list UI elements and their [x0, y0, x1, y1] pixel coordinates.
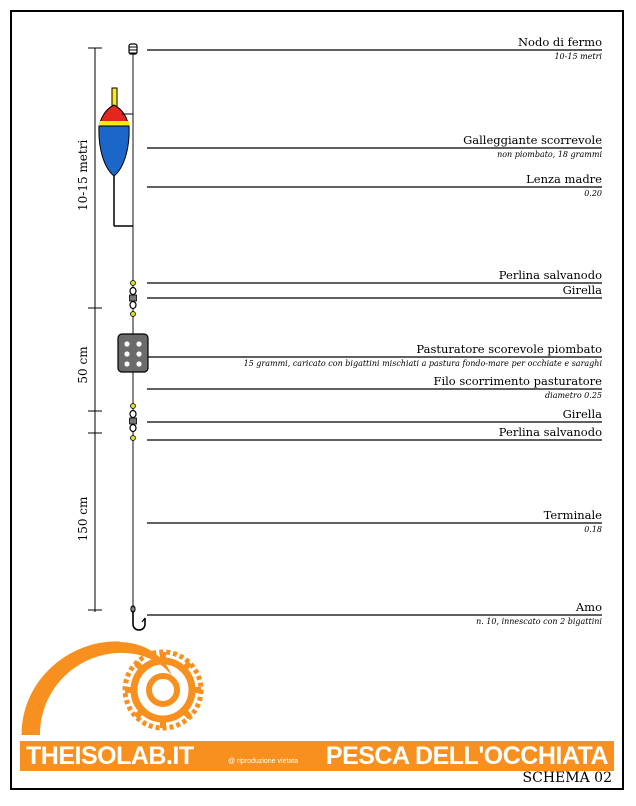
label-title: Nodo di fermo	[517, 35, 602, 49]
page-frame	[10, 10, 624, 790]
bead-swivel-upper-icon	[129, 280, 137, 317]
label-title: Pasturatore scorevole piombato	[416, 342, 602, 356]
label-pasturatore: Pasturatore scorevole piombato	[416, 343, 602, 356]
copyright-notice: @ riproduzione vietata	[228, 758, 299, 765]
dimension-label-leader-length: 150 cm	[76, 496, 90, 542]
label-galleggiante-sub: non piombato, 18 grammi	[497, 150, 602, 160]
bead-swivel-lower-icon	[129, 403, 137, 441]
label-subtitle: 10-15 metri	[554, 52, 602, 61]
label-subtitle: 0.18	[584, 525, 602, 534]
label-amo-sub: n. 10, innescato con 2 bigattini	[476, 617, 602, 627]
logo-wheel-icon	[21, 641, 204, 736]
label-girella-2: Girella	[563, 408, 602, 421]
label-terminale: Terminale	[544, 509, 602, 522]
label-title: Lenza madre	[526, 172, 602, 186]
label-perlina-1: Perlina salvanodo	[499, 269, 602, 282]
dimension-label-float-depth: 10-15 metri	[76, 139, 90, 211]
label-subtitle: 0.20	[584, 189, 602, 198]
label-nodo-di-fermo-sub: 10-15 metri	[554, 52, 602, 62]
label-title: Perlina salvanodo	[498, 425, 602, 439]
label-subtitle: n. 10, innescato con 2 bigattini	[476, 617, 602, 626]
label-title: Perlina salvanodo	[498, 268, 602, 282]
label-title: Galleggiante scorrevole	[463, 133, 602, 147]
float-icon	[98, 87, 133, 227]
label-title: Terminale	[543, 508, 602, 522]
label-filo-scorrimento-sub: diametro 0.25	[545, 391, 602, 401]
label-pasturatore-sub: 15 grammi, caricato con bigattini mischi…	[244, 359, 602, 369]
label-galleggiante: Galleggiante scorrevole	[463, 134, 602, 147]
feeder-icon	[117, 333, 149, 373]
label-title: Amo	[575, 600, 602, 614]
label-subtitle: diametro 0.25	[545, 391, 602, 400]
label-title: Filo scorrimento pasturatore	[433, 374, 602, 388]
label-amo: Amo	[576, 601, 602, 614]
dimension-lines	[88, 47, 102, 612]
label-lenza-madre: Lenza madre	[526, 173, 602, 186]
dimension-label-feeder-span: 50 cm	[76, 346, 90, 384]
label-nodo-di-fermo: Nodo di fermo	[518, 36, 602, 49]
label-title: Girella	[562, 283, 602, 297]
label-filo-scorrimento: Filo scorrimento pasturatore	[433, 375, 602, 388]
site-name: THEISOLAB.IT	[26, 742, 194, 770]
title-banner: THEISOLAB.IT @ riproduzione vietata PESC…	[20, 741, 614, 771]
label-perlina-2: Perlina salvanodo	[499, 426, 602, 439]
label-terminale-sub: 0.18	[584, 525, 602, 535]
scheme-number: SCHEMA 02	[522, 770, 612, 786]
stop-knot-icon	[128, 43, 138, 55]
page-title: PESCA DELL'OCCHIATA	[325, 742, 609, 770]
leader-lines	[147, 49, 602, 616]
label-girella-1: Girella	[563, 284, 602, 297]
label-subtitle: 15 grammi, caricato con bigattini mischi…	[243, 359, 602, 368]
label-subtitle: non piombato, 18 grammi	[497, 150, 602, 159]
label-lenza-madre-sub: 0.20	[584, 189, 602, 199]
label-title: Girella	[562, 407, 602, 421]
hook-icon	[130, 605, 146, 631]
